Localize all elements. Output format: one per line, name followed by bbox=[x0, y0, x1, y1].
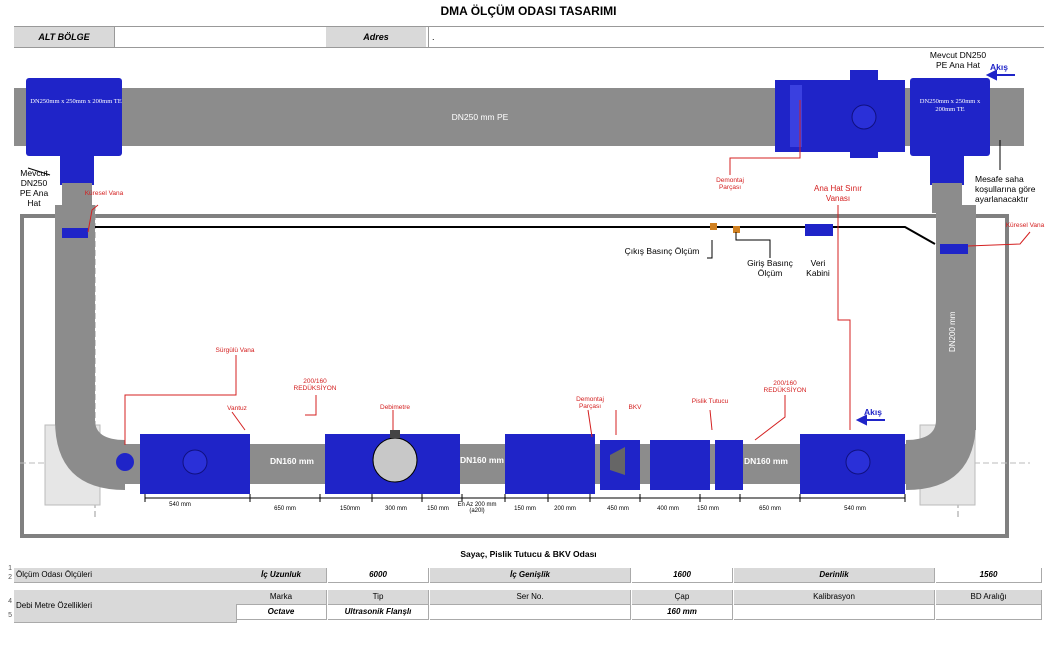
derinlik-label: Derinlik bbox=[734, 568, 935, 583]
tip-value[interactable]: Ultrasonik Flanşlı bbox=[328, 605, 429, 620]
right-vertical-pipe bbox=[936, 205, 976, 430]
row-number: 5 bbox=[8, 612, 12, 619]
tip-label: Tip bbox=[328, 590, 429, 605]
inlet-pressure-label: Giriş Basınç Ölçüm bbox=[747, 258, 793, 278]
kalibrasyon-value[interactable] bbox=[734, 605, 935, 620]
cap-value[interactable]: 160 mm bbox=[632, 605, 733, 620]
dim-label: 150 mm bbox=[697, 506, 719, 512]
dim-label: 540 mm bbox=[844, 506, 866, 512]
dim-label: 540 mm bbox=[169, 502, 191, 508]
bkv-label: BKV bbox=[628, 404, 642, 411]
row-number: 1 bbox=[8, 565, 12, 572]
outlet-pressure-label: Çıkış Basınç Ölçüm bbox=[624, 246, 700, 256]
marka-value[interactable]: Octave bbox=[236, 605, 327, 620]
dim-label: 400 mm bbox=[657, 506, 679, 512]
marka-label: Marka bbox=[236, 590, 327, 605]
dim-label: 300 mm bbox=[385, 506, 407, 512]
left-vertical-pipe bbox=[55, 205, 95, 430]
reduction-right-label: 200/160 REDÜKSİYON bbox=[763, 380, 807, 394]
right-tee bbox=[910, 78, 990, 156]
ic-uzunluk-value[interactable]: 6000 bbox=[328, 568, 429, 583]
main-boundary-valve-label: Ana Hat Sınır Vanası bbox=[813, 184, 863, 203]
dim-label: 450 mm bbox=[607, 506, 629, 512]
dim-label: 150mm bbox=[339, 506, 360, 512]
left-tee bbox=[26, 78, 122, 156]
dim-label: 650 mm bbox=[274, 506, 296, 512]
main-pipe-label: DN250 mm PE bbox=[451, 112, 509, 122]
distance-note: Mesafe saha koşullarına göre ayarlanacak… bbox=[975, 174, 1036, 204]
row-number: 4 bbox=[8, 598, 12, 605]
vantuz-label: Vantuz bbox=[227, 405, 247, 412]
alt-bolge-label: ALT BÖLGE bbox=[14, 27, 114, 47]
dim-label: 150 mm bbox=[427, 506, 449, 512]
flowmeter-specs-label: Debi Metre Özellikleri bbox=[14, 590, 237, 623]
bd-value[interactable] bbox=[936, 605, 1042, 620]
right-existing-label: Mevcut DN250 PE Ana Hat bbox=[929, 50, 987, 70]
right-vertical-label: DN200 mm bbox=[948, 311, 957, 352]
pipe-dn160-label-1: DN160 mm bbox=[270, 456, 314, 466]
ic-genislik-label: İç Genişlik bbox=[430, 568, 631, 583]
ic-uzunluk-label: İç Uzunluk bbox=[236, 568, 327, 583]
serno-label: Ser No. bbox=[430, 590, 631, 605]
right-ball-valve-label: Küresel Vana bbox=[1005, 222, 1045, 229]
reduction-left-label: 200/160 REDÜKSİYON bbox=[293, 378, 337, 392]
disassembly-top-label: Demontaj Parçası bbox=[716, 177, 744, 191]
page-title: DMA ÖLÇÜM ODASI TASARIMI bbox=[440, 4, 617, 18]
derinlik-value[interactable]: 1560 bbox=[936, 568, 1042, 583]
dim-label: 650 mm bbox=[759, 506, 781, 512]
chamber-wall bbox=[20, 214, 1009, 538]
disassembly-bottom-label: Demontaj Parçası bbox=[576, 396, 604, 410]
room-dimensions-label: Ölçüm Odası Ölçüleri bbox=[14, 568, 237, 583]
header-row: ALT BÖLGE Adres . bbox=[14, 26, 1044, 48]
pipe-dn160-label-3: DN160 mm bbox=[744, 456, 788, 466]
data-cabinet-label: Veri Kabini bbox=[806, 258, 830, 278]
specs-table: Ölçüm Odası Ölçüleri İç Uzunluk 6000 İç … bbox=[0, 568, 1045, 628]
kalibrasyon-label: Kalibrasyon bbox=[734, 590, 935, 605]
dim-label: 150 mm bbox=[514, 506, 536, 512]
ic-genislik-value[interactable]: 1600 bbox=[632, 568, 733, 583]
dim-label: 200 mm bbox=[554, 506, 576, 512]
left-tee-label: DN250mm x 250mm x 200mm TE bbox=[30, 98, 122, 105]
pipe-dn160-label-2: DN160 mm bbox=[460, 455, 504, 465]
right-tee-label: DN250mm x 250mm x 200mm TE bbox=[919, 98, 981, 113]
strainer-label: Pislik Tutucu bbox=[691, 398, 729, 405]
row-number: 2 bbox=[8, 574, 12, 581]
gate-valve-label: Sürgülü Vana bbox=[215, 347, 255, 354]
adres-label: Adres bbox=[326, 27, 426, 47]
serno-value[interactable] bbox=[430, 605, 631, 620]
flow-top-label: Akış bbox=[990, 62, 1008, 72]
room-caption: Sayaç, Pislik Tutucu & BKV Odası bbox=[460, 549, 597, 559]
cap-label: Çap bbox=[632, 590, 733, 605]
left-ball-valve-label: Küresel Vana bbox=[84, 190, 124, 197]
alt-bolge-value[interactable] bbox=[114, 27, 325, 47]
flow-bottom-label: Akış bbox=[864, 407, 882, 417]
flowmeter-label: Debimetre bbox=[380, 404, 410, 411]
adres-value[interactable]: . bbox=[428, 27, 1046, 47]
left-vertical-label: DN200 mm bbox=[40, 277, 49, 318]
dim-label: En Az 200 mm (a20l) bbox=[457, 502, 497, 514]
bd-label: BD Aralığı bbox=[936, 590, 1042, 605]
left-existing-label: Mevcut DN250 PE Ana Hat bbox=[19, 168, 49, 208]
